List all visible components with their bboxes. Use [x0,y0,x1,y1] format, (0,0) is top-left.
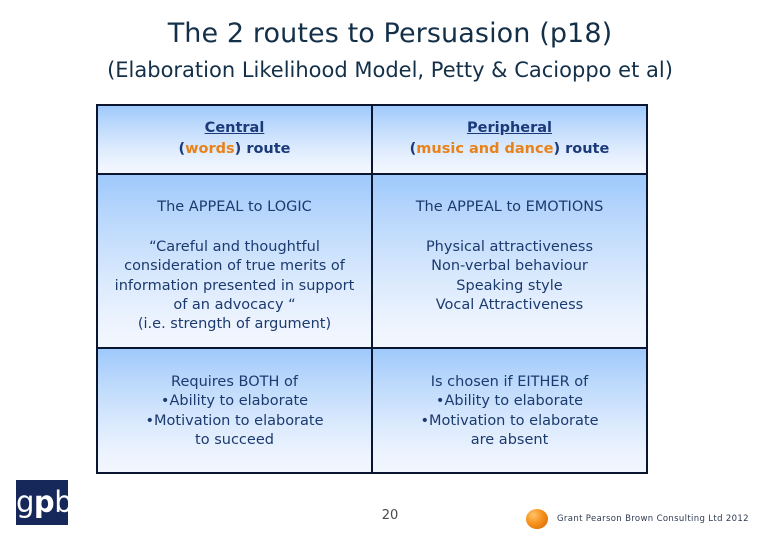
peripheral-appeal-heading: The APPEAL to EMOTIONS [415,199,604,216]
cell-central-appeal: The APPEAL to LOGIC “Careful and thought… [96,173,373,350]
central-appeal-heading: The APPEAL to LOGIC [157,199,312,216]
peripheral-sub-prefix: ( [409,140,417,157]
peripheral-description-line: Non-verbal behaviour [431,258,588,275]
central-condition-line: Requires BOTH of [171,374,298,391]
header-cell-central: Central (words) route [96,103,373,176]
logo-letter-g: g [16,485,34,519]
page-number: 20 [381,508,399,523]
peripheral-description-line: Speaking style [456,277,563,294]
peripheral-sub-highlight: music and dance [416,140,554,157]
logo-letter-p: p [33,485,55,519]
central-route-subtitle: (words) route [106,140,363,160]
table-header-row: Central (words) route Peripheral (music … [96,103,648,176]
central-sub-highlight: words [185,140,235,157]
central-condition-line: •Motivation to elaborate [145,412,324,429]
peripheral-route-title: Peripheral [466,120,553,136]
cell-peripheral-conditions: Is chosen if EITHER of •Ability to elabo… [371,347,648,475]
peripheral-sub-suffix: ) route [553,140,610,157]
gpb-logo: gpb [16,480,73,525]
peripheral-condition-line: •Motivation to elaborate [420,412,599,429]
orange-sphere-icon [526,509,548,529]
routes-comparison-table: Central (words) route Peripheral (music … [96,103,648,475]
central-description-line: consideration of true merits of [124,258,345,275]
central-description-line: information presented in support [114,277,355,294]
central-description: “Careful and thoughtful consideration of… [106,217,363,334]
copyright-text: Grant Pearson Brown Consulting Ltd 2012 [557,514,749,524]
peripheral-conditions: Is chosen if EITHER of •Ability to elabo… [381,359,638,450]
title-block: The 2 routes to Persuasion (p18) (Elabor… [0,18,780,82]
page-title: The 2 routes to Persuasion (p18) [167,18,613,49]
central-route-title: Central [204,120,265,136]
central-sub-suffix: ) route [234,140,291,157]
peripheral-route-subtitle: (music and dance) route [381,140,638,160]
central-description-line: “Careful and thoughtful [149,238,320,255]
peripheral-condition-line: Is chosen if EITHER of [430,374,589,391]
central-condition-line: to succeed [195,431,274,448]
logo-letter-b: b [54,485,73,519]
central-condition-line: •Ability to elaborate [160,393,309,410]
peripheral-condition-line: •Ability to elaborate [435,393,584,410]
central-conditions: Requires BOTH of •Ability to elaborate •… [106,359,363,450]
peripheral-description-line: Physical attractiveness [425,238,594,255]
peripheral-description-line: Vocal Attractiveness [435,296,584,313]
cell-central-conditions: Requires BOTH of •Ability to elaborate •… [96,347,373,475]
page-subtitle: (Elaboration Likelihood Model, Petty & C… [107,58,673,83]
header-cell-peripheral: Peripheral (music and dance) route [371,103,648,176]
central-description-line: (i.e. strength of argument) [137,316,332,333]
footer-credit: Grant Pearson Brown Consulting Ltd 2012 [526,509,749,529]
central-sub-prefix: ( [178,140,186,157]
table-row: The APPEAL to LOGIC “Careful and thought… [96,173,648,350]
peripheral-description: Physical attractiveness Non-verbal behav… [381,217,638,315]
cell-peripheral-appeal: The APPEAL to EMOTIONS Physical attracti… [371,173,648,350]
central-description-line: of an advocacy “ [173,296,296,313]
table-row: Requires BOTH of •Ability to elaborate •… [96,347,648,475]
peripheral-condition-line: are absent [470,431,549,448]
